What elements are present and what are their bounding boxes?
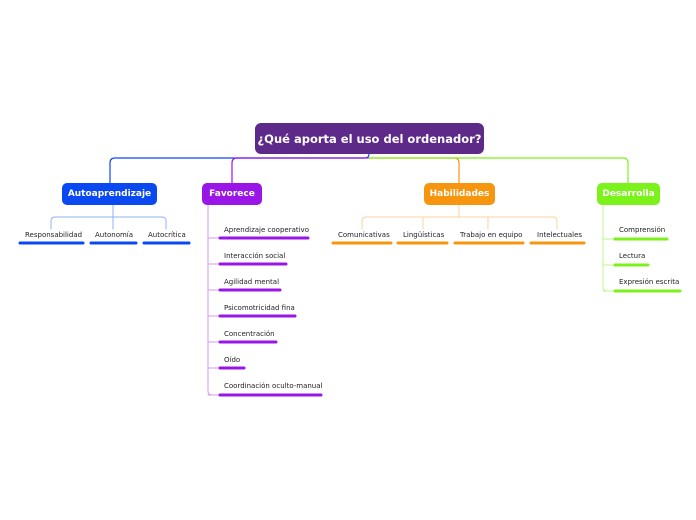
branch-favorece[interactable]: Favorece	[202, 183, 262, 205]
leaf-comprension[interactable]: Comprensión	[619, 226, 666, 234]
leaf-psicomotricidad-fina[interactable]: Psicomotricidad fina	[224, 304, 295, 312]
habilidades-bracket-line	[361, 216, 558, 230]
desarrolla-spine-line	[602, 204, 616, 292]
favorece-spine-line	[207, 204, 221, 396]
leaf-lectura[interactable]: Lectura	[619, 252, 646, 260]
leaf-aprendizaje-cooperativo[interactable]: Aprendizaje cooperativo	[224, 226, 309, 234]
leaf-comunicativas[interactable]: Comunicativas	[338, 231, 390, 239]
root-to-autoaprendizaje-line	[109, 153, 370, 184]
branch-desarrolla[interactable]: Desarrolla	[597, 183, 660, 205]
leaf-intelectuales[interactable]: Intelectuales	[537, 231, 583, 239]
autoaprendizaje-bracket-line	[50, 216, 167, 230]
leaf-coordinacion-oculto-manual[interactable]: Coordinación oculto-manual	[224, 382, 323, 390]
leaf-linguisticas[interactable]: Lingüísticas	[403, 231, 445, 239]
leaf-oido[interactable]: Oído	[224, 356, 241, 364]
leaf-expresion-escrita[interactable]: Expresión escrita	[619, 278, 680, 286]
root-to-habilidades-line	[368, 157, 460, 184]
leaf-autocritica[interactable]: Autocrítica	[148, 231, 186, 239]
root-to-favorece-line	[231, 157, 370, 184]
branch-habilidades[interactable]: Habilidades	[424, 183, 495, 205]
root-node[interactable]: ¿Qué aporta el uso del ordenador?	[255, 123, 484, 154]
leaf-trabajo-en-equipo[interactable]: Trabajo en equipo	[460, 231, 523, 239]
leaf-agilidad-mental[interactable]: Agilidad mental	[224, 278, 280, 286]
root-to-desarrolla-line	[368, 157, 629, 184]
leaf-concentracion[interactable]: Concentración	[224, 330, 275, 338]
leaf-interaccion-social[interactable]: Interacción social	[224, 252, 286, 260]
leaf-autonomia[interactable]: Autonomía	[95, 231, 134, 239]
branch-autoaprendizaje[interactable]: Autoaprendizaje	[62, 183, 157, 205]
leaf-responsabilidad[interactable]: Responsabilidad	[25, 231, 83, 239]
